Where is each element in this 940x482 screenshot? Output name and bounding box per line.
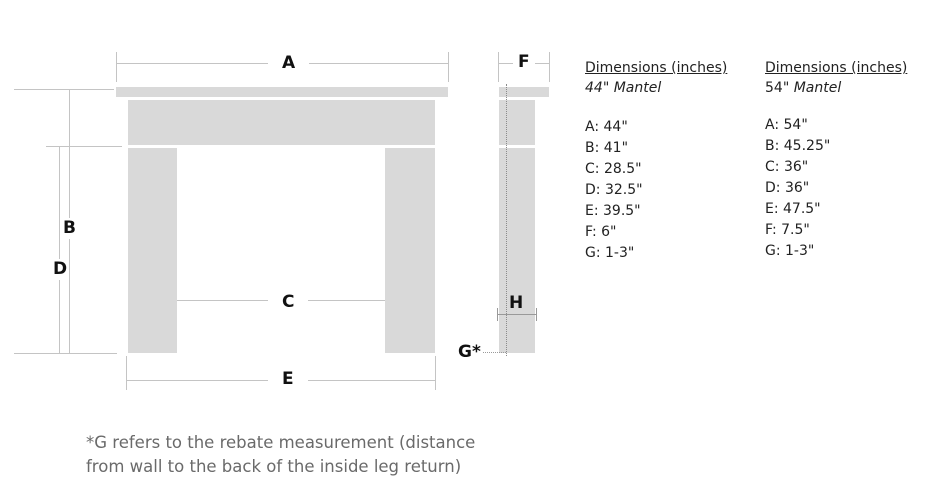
footnote-line-1: *G refers to the rebate measurement (dis… <box>86 433 476 452</box>
spec-g: G: 1-3" <box>765 243 815 259</box>
spec-a: A: 44" <box>585 119 628 135</box>
side-shelf <box>499 87 549 97</box>
dimension-h-line <box>497 314 537 315</box>
mantel-right-leg <box>385 148 435 353</box>
dimension-d-line <box>59 146 60 353</box>
spec-e: E: 47.5" <box>765 201 821 217</box>
spec-g: G: 1-3" <box>585 245 635 261</box>
spec-f: F: 7.5" <box>765 222 810 238</box>
dimension-b-top-extension <box>14 89 114 90</box>
spec-d: D: 36" <box>765 180 810 196</box>
side-frieze <box>499 100 535 145</box>
dimension-f-right-tick <box>549 52 550 82</box>
dimension-h-label: H <box>509 293 524 313</box>
specs-heading: Dimensions (inches) <box>585 60 728 76</box>
spec-f: F: 6" <box>585 224 617 240</box>
spec-b: B: 45.25" <box>765 138 831 154</box>
mantel-shelf <box>116 87 448 97</box>
mantel-left-leg <box>128 148 177 353</box>
dimension-e-right-tick <box>435 356 436 390</box>
spec-e: E: 39.5" <box>585 203 641 219</box>
dimension-h-left-tick <box>497 308 498 321</box>
dimension-f-label: F <box>513 54 535 71</box>
dimension-g-label: G* <box>458 342 481 362</box>
spec-a: A: 54" <box>765 117 808 133</box>
specs-model: 44" Mantel <box>585 80 662 96</box>
dimension-a-label: A <box>268 55 310 72</box>
dimension-f-left-tick <box>498 52 499 82</box>
spec-c: C: 28.5" <box>585 161 642 177</box>
floor-extension <box>14 353 117 354</box>
dimension-h-right-tick <box>536 308 537 321</box>
footnote: *G refers to the rebate measurement (dis… <box>86 431 475 479</box>
specs-54-mantel: Dimensions (inches) 54" Mantel A: 54" B:… <box>765 58 907 262</box>
specs-model-number: 54" <box>765 80 790 96</box>
dimension-b-label: B <box>61 218 78 239</box>
dimension-a-right-tick <box>448 52 449 82</box>
dimension-e-label: E <box>268 371 308 388</box>
side-leg <box>499 148 535 353</box>
specs-model: 54" Mantel <box>765 78 907 98</box>
dimension-a-left-tick <box>116 52 117 82</box>
mantel-frieze <box>128 100 435 145</box>
dimension-g-dotted-line <box>483 352 506 353</box>
specs-heading: Dimensions (inches) <box>765 60 908 76</box>
dimension-c-label: C <box>268 294 309 311</box>
footnote-line-2: from wall to the back of the inside leg … <box>86 457 462 476</box>
wall-line-dotted <box>506 84 507 356</box>
specs-44-mantel: Dimensions (inches) 44" Mantel A: 44" B:… <box>585 58 727 264</box>
specs-model-word: Mantel <box>793 80 842 96</box>
specs-list: A: 54" B: 45.25" C: 36" D: 36" E: 47.5" … <box>765 115 907 262</box>
dimension-d-top-extension <box>46 146 122 147</box>
spec-b: B: 41" <box>585 140 629 156</box>
dimension-d-label: D <box>51 259 70 280</box>
spec-d: D: 32.5" <box>585 182 643 198</box>
specs-list: A: 44" B: 41" C: 28.5" D: 32.5" E: 39.5"… <box>585 117 727 264</box>
spec-c: C: 36" <box>765 159 809 175</box>
dimension-e-left-tick <box>126 356 127 390</box>
